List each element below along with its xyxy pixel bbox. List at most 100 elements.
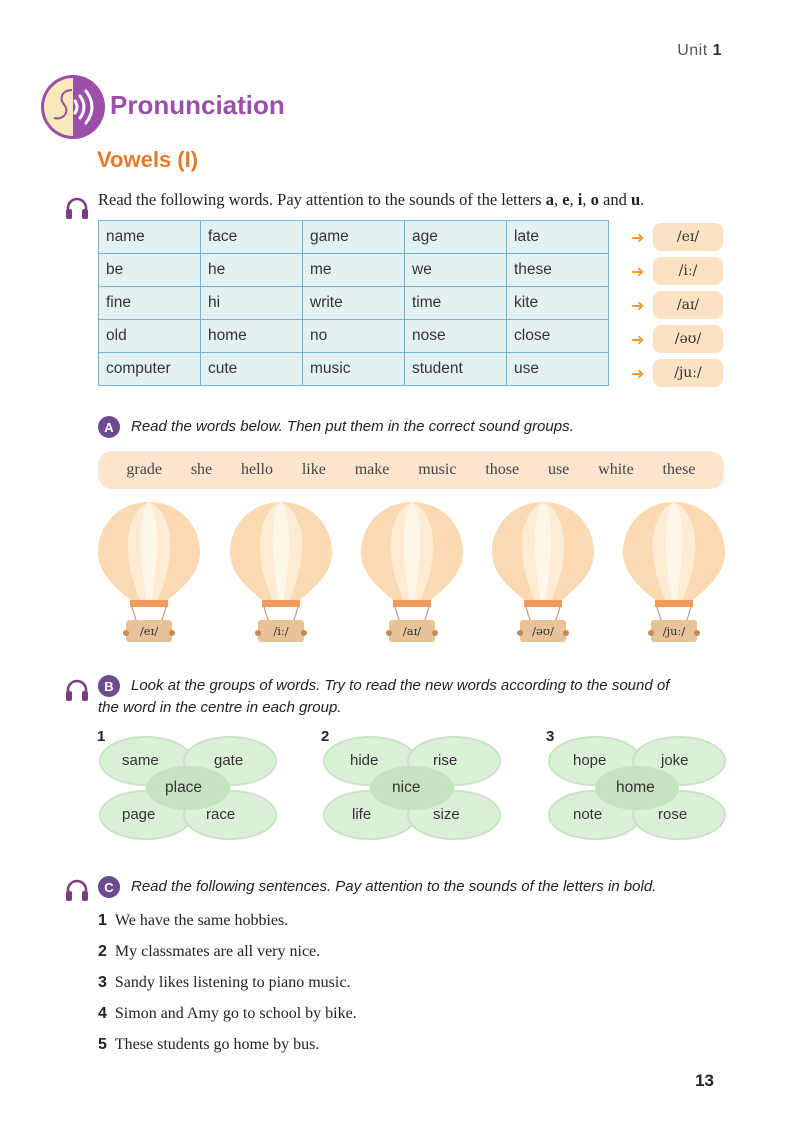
letter-i: i — [577, 190, 583, 209]
exercise-a-instruction: Read the words below. Then put them in t… — [131, 418, 574, 435]
table-cell: write — [302, 286, 405, 320]
group-number: 3 — [546, 728, 555, 745]
balloon-label: /eɪ/ — [139, 624, 159, 638]
flower-word: page — [122, 806, 156, 823]
intro-end: . — [640, 190, 645, 209]
unit-word: Unit — [677, 42, 708, 59]
hot-air-balloon-icon — [492, 502, 594, 642]
hot-air-balloon-icon — [230, 502, 332, 642]
flower-center-word: nice — [392, 779, 421, 796]
arrow-right-icon: ➜ — [631, 332, 645, 349]
balloon-label: /iː/ — [273, 624, 289, 638]
flower-center-word: place — [165, 779, 203, 796]
sound-tag: /eɪ/ — [653, 223, 723, 251]
table-cell: be — [98, 253, 201, 287]
letter-e: e — [562, 190, 570, 209]
arrow-right-icon: ➜ — [631, 366, 645, 383]
vowel-word-table: name face game age late be he me we thes… — [98, 220, 609, 386]
letter-u: u — [630, 190, 641, 209]
flower-word: rise — [433, 752, 458, 769]
sound-tag: /əʊ/ — [653, 325, 723, 353]
word-flower: hide rise nice life size — [322, 733, 502, 843]
sentence-text: My classmates are all very nice. — [114, 943, 321, 960]
intro-sep: , — [582, 190, 591, 209]
balloon-ei: /eɪ/ — [96, 500, 202, 648]
arrow-right-icon: ➜ — [631, 264, 645, 281]
table-cell: music — [302, 352, 405, 386]
word-bank-item: white — [598, 461, 634, 478]
flower-shape-icon — [548, 736, 726, 840]
flower-word: same — [122, 752, 159, 769]
letter-a: a — [545, 190, 554, 209]
unit-label: Unit 1 — [677, 42, 722, 60]
table-cell: kite — [506, 286, 609, 320]
exercise-b-instruction-line1: Look at the groups of words. Try to read… — [131, 677, 670, 694]
flower-center-word: home — [616, 779, 655, 796]
table-row: fine hi write time kite — [98, 286, 609, 320]
table-cell: time — [404, 286, 507, 320]
hot-air-balloon-icon — [98, 502, 200, 642]
flower-word: size — [433, 806, 460, 823]
sentence-text: Simon and Amy go to school by bike. — [114, 1005, 357, 1022]
balloon-ou: /əʊ/ — [490, 500, 596, 648]
sentence: 3 Sandy likes listening to piano music. — [98, 974, 350, 992]
table-cell: we — [404, 253, 507, 287]
table-cell: late — [506, 220, 609, 254]
table-cell: name — [98, 220, 201, 254]
intro-sep: and — [598, 190, 631, 209]
table-row: computer cute music student use — [98, 352, 609, 386]
table-cell: cute — [200, 352, 303, 386]
hot-air-balloon-icon — [623, 502, 725, 642]
balloon-label: /aɪ/ — [402, 624, 422, 638]
table-row: old home no nose close — [98, 319, 609, 353]
sentence-text: Sandy likes listening to piano music. — [114, 974, 351, 991]
headphones-icon[interactable] — [63, 676, 91, 704]
balloon-label: /juː/ — [662, 624, 686, 638]
unit-number: 1 — [712, 42, 722, 59]
balloon-ju: /juː/ — [621, 500, 727, 648]
table-cell: student — [404, 352, 507, 386]
table-cell: hi — [200, 286, 303, 320]
hot-air-balloon-icon — [361, 502, 463, 642]
exercise-a-badge: A — [98, 416, 120, 438]
intro-instruction: Read the following words. Pay attention … — [98, 190, 644, 210]
table-cell: no — [302, 319, 405, 353]
table-row: name face game age late — [98, 220, 609, 254]
exercise-c-instruction: Read the following sentences. Pay attent… — [131, 878, 657, 895]
table-cell: face — [200, 220, 303, 254]
table-cell: he — [200, 253, 303, 287]
sentence-number: 3 — [98, 974, 107, 991]
exercise-b-instruction-line2: the word in the centre in each group. — [98, 699, 342, 716]
exercise-b-badge: B — [98, 675, 120, 697]
word-flower: same gate place page race — [98, 733, 278, 843]
table-cell: these — [506, 253, 609, 287]
group-number: 2 — [321, 728, 330, 745]
sentence-text: These students go home by bus. — [114, 1036, 320, 1053]
word-bank-item: use — [547, 461, 570, 478]
word-bank-item: hello — [241, 461, 273, 478]
intro-sep: , — [569, 190, 578, 209]
headphones-icon[interactable] — [63, 194, 91, 222]
headphones-icon[interactable] — [63, 876, 91, 904]
balloon-label: /əʊ/ — [532, 624, 554, 638]
sentence-number: 5 — [98, 1036, 107, 1053]
table-cell: use — [506, 352, 609, 386]
table-cell: close — [506, 319, 609, 353]
balloon-i: /iː/ — [228, 500, 334, 648]
flower-shape-icon — [99, 736, 277, 840]
sentence-text: We have the same hobbies. — [114, 912, 289, 929]
exercise-c-badge: C — [98, 876, 120, 898]
word-bank-item: like — [301, 461, 326, 478]
table-cell: home — [200, 319, 303, 353]
flower-word: rose — [658, 806, 688, 823]
table-cell: nose — [404, 319, 507, 353]
intro-text: Read the following words. Pay attention … — [98, 190, 546, 209]
flower-word: life — [352, 806, 372, 823]
pronunciation-logo-icon — [40, 74, 106, 140]
page-number: 13 — [695, 1071, 714, 1090]
table-cell: age — [404, 220, 507, 254]
intro-sep: , — [553, 190, 563, 209]
